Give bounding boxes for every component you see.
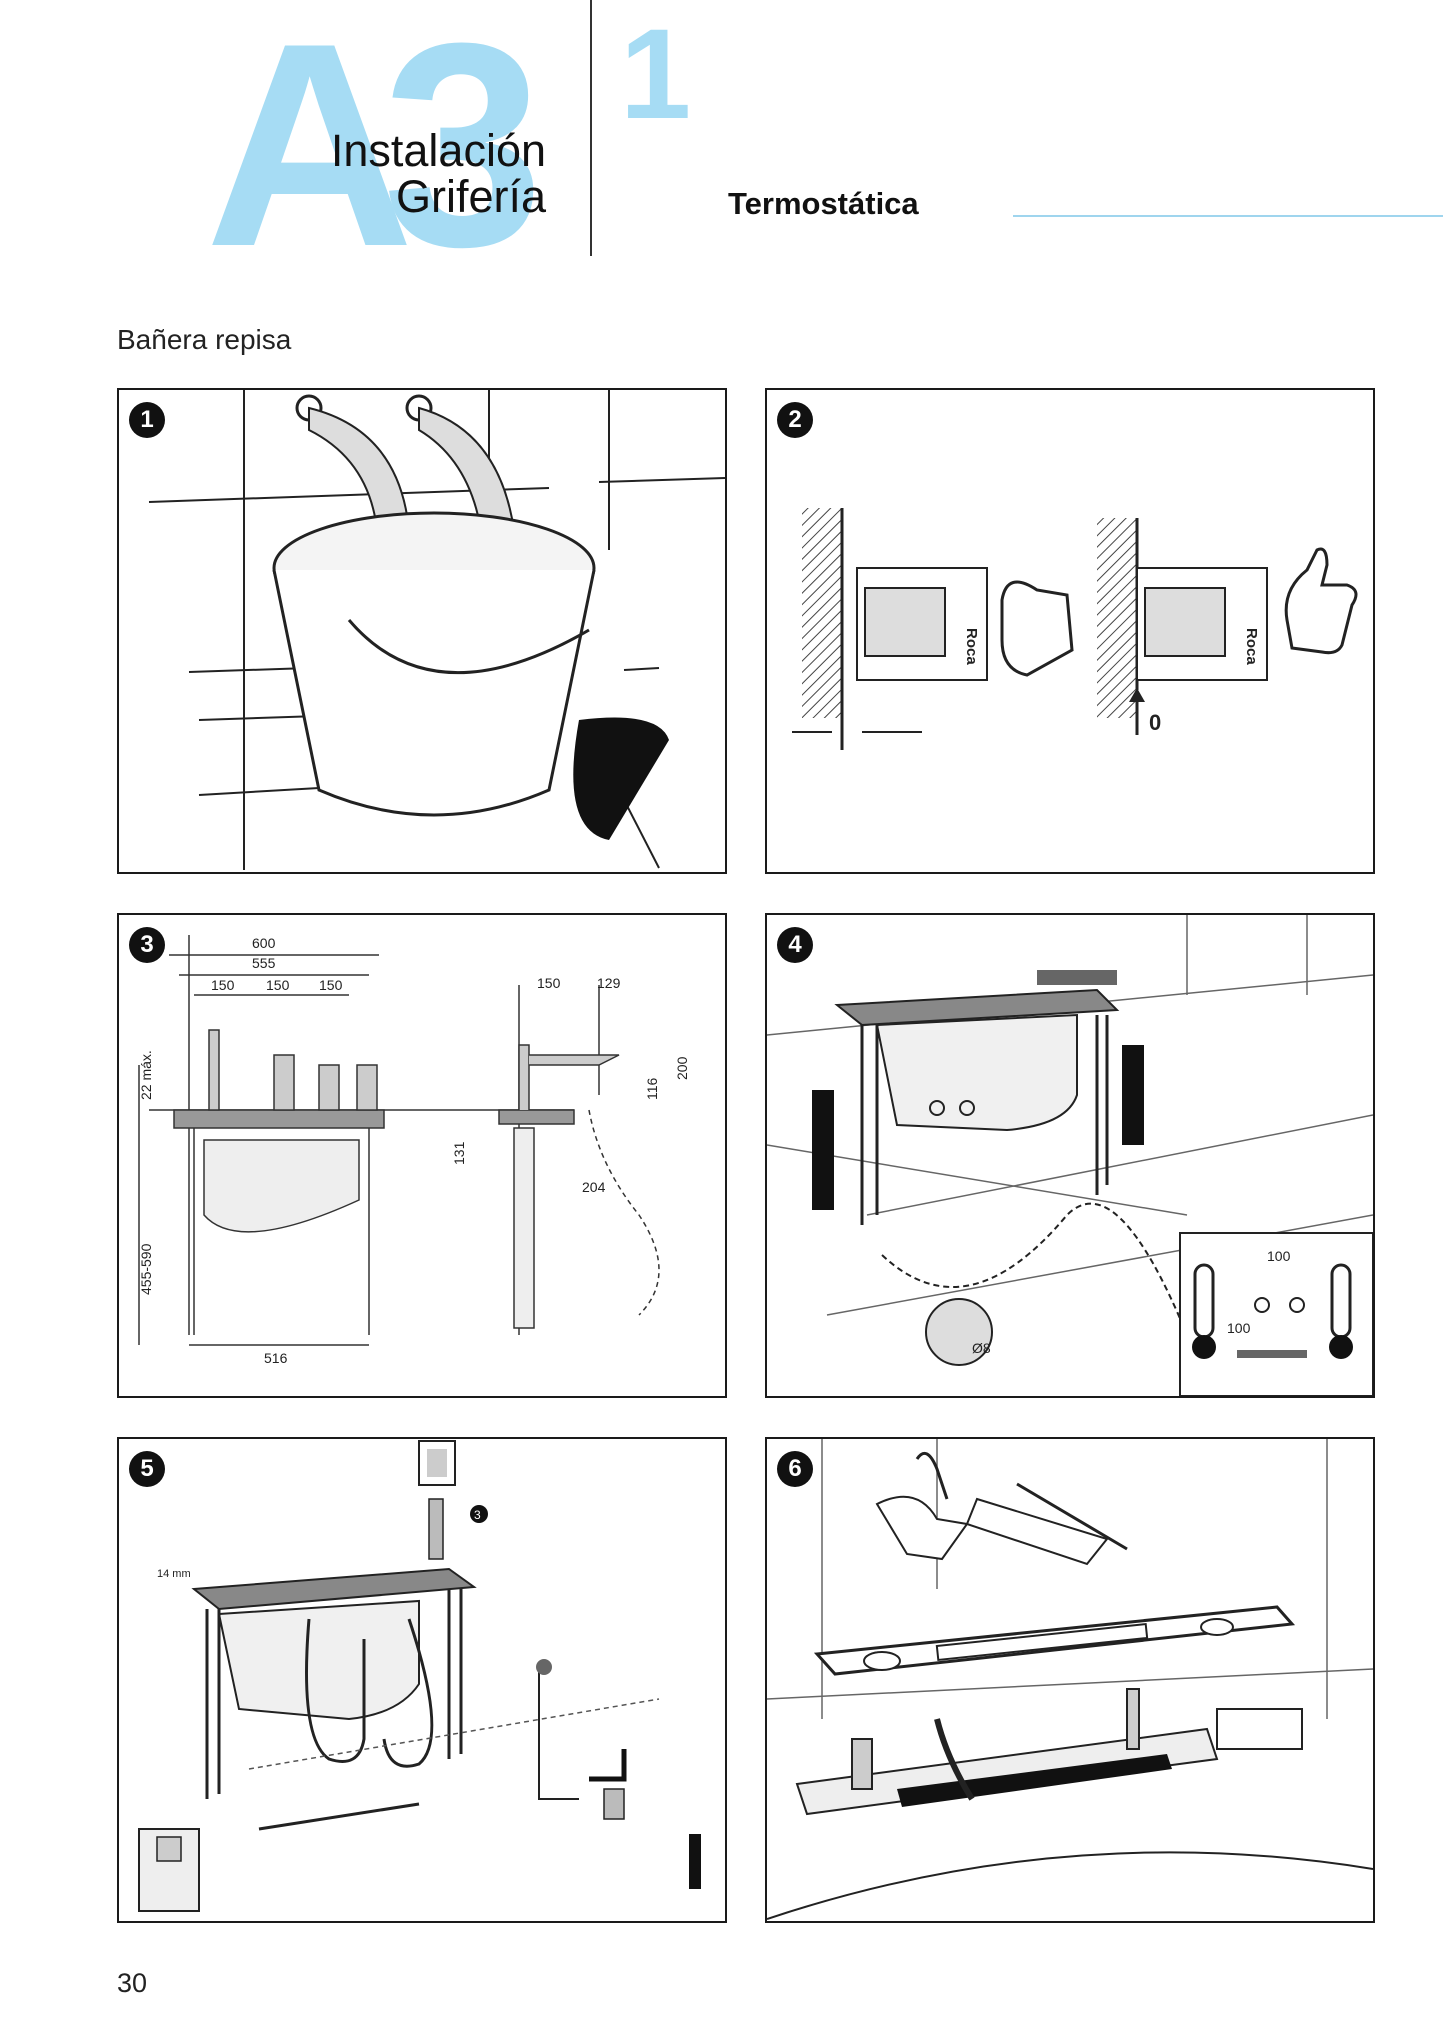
step-1-panel: 1	[117, 388, 727, 874]
step-5-panel: 3 14 mm 5	[117, 1437, 727, 1923]
step-number: 2	[777, 402, 813, 438]
connection-illustration: 3 14 mm	[138, 1440, 701, 1912]
zero-label: 0	[1149, 710, 1161, 735]
dim-204: 204	[582, 1179, 606, 1195]
step-3-panel: 600 555 150 150 150 22 máx. 455-590 131 …	[117, 913, 727, 1398]
dim-555: 555	[252, 955, 276, 971]
section-title: Instalación Grifería	[300, 128, 546, 220]
dim-100-v: 100	[1227, 1320, 1251, 1336]
dim-150-side: 150	[537, 975, 561, 991]
bucket-illustration	[148, 390, 725, 870]
step-number: 3	[129, 927, 165, 963]
content-heading: Bañera repisa	[117, 324, 292, 355]
mounting-illustration: Roca Roca 0	[792, 508, 1358, 750]
dim-150-a: 150	[211, 977, 235, 993]
dim-516: 516	[264, 1350, 288, 1366]
section-title-line1: Instalación	[330, 125, 546, 176]
brand-label-b: Roca	[1243, 628, 1260, 665]
chapter-number: 1	[620, 3, 692, 146]
dim-22-max: 22 máx.	[138, 1050, 154, 1100]
step-number: 6	[777, 1451, 813, 1487]
dim-600: 600	[252, 935, 276, 951]
dim-455-590: 455-590	[138, 1243, 154, 1295]
section-title-line2: Grifería	[395, 171, 546, 222]
dim-14mm: 14 mm	[157, 1568, 191, 1580]
step-number: 4	[777, 927, 813, 963]
dim-116: 116	[644, 1077, 660, 1100]
step-4-panel: Ø8 100 100 4	[765, 913, 1375, 1398]
drill-size: Ø8	[972, 1340, 991, 1356]
dim-129: 129	[597, 975, 621, 991]
dim-200: 200	[674, 1056, 690, 1080]
subtitle-rule	[1013, 215, 1443, 217]
step-6-panel: 6	[765, 1437, 1375, 1923]
step-number: 5	[129, 1451, 165, 1487]
page-number: 30	[117, 1968, 148, 1998]
ref-step: 3	[474, 1508, 481, 1522]
dimension-drawing: 600 555 150 150 150 22 máx. 455-590 131 …	[138, 935, 690, 1366]
positioning-illustration: Ø8 100 100	[767, 915, 1373, 1396]
step-number: 1	[129, 402, 165, 438]
sealing-illustration	[767, 1439, 1373, 1920]
section-code: A3	[205, 0, 544, 307]
header-divider	[590, 0, 592, 256]
subtitle: Termostática	[728, 186, 919, 221]
dim-131: 131	[451, 1141, 467, 1165]
dim-150-c: 150	[319, 977, 343, 993]
brand-label-a: Roca	[963, 628, 980, 665]
dim-100-h: 100	[1267, 1248, 1291, 1264]
dim-150-b: 150	[266, 977, 290, 993]
step-2-panel: Roca Roca 0 2	[765, 388, 1375, 874]
